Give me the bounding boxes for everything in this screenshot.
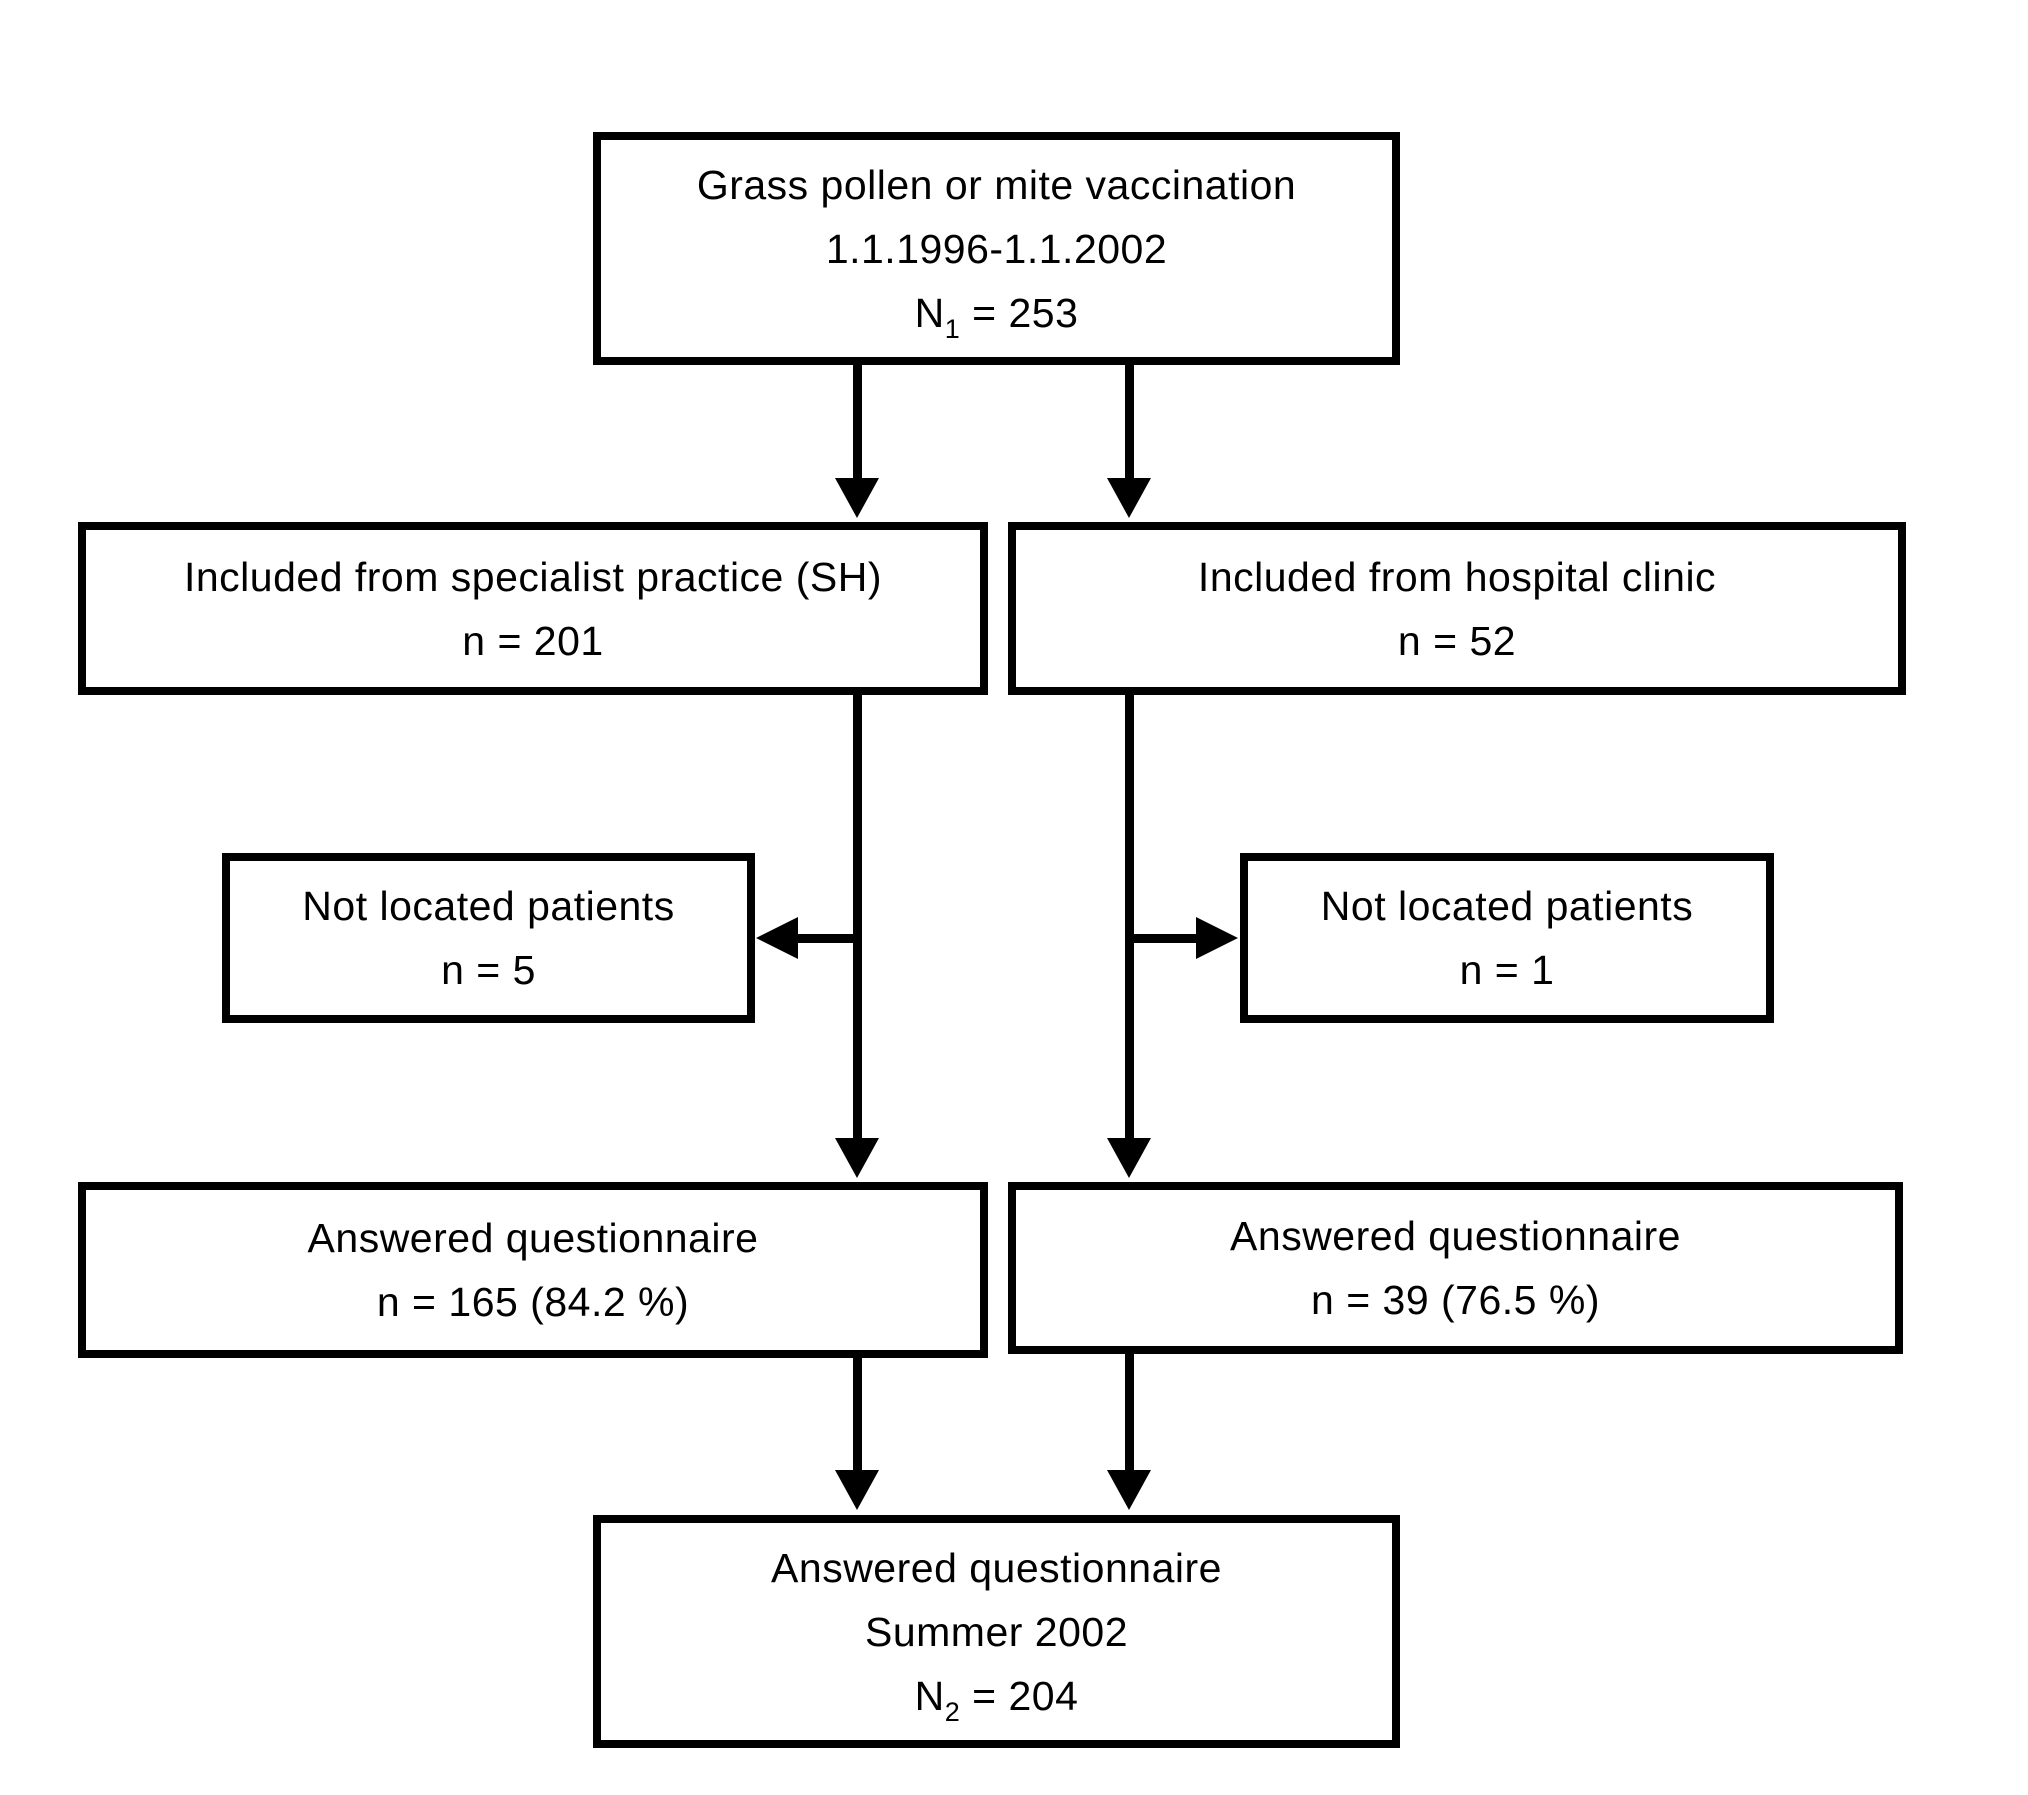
box-text-line: n = 39 (76.5 %) — [1311, 1277, 1600, 1323]
box-text-line: n = 5 — [441, 947, 536, 993]
flow-box-hospital-clinic: Included from hospital clinic n = 52 — [1008, 522, 1906, 695]
box-text-line: Not located patients — [1320, 883, 1694, 929]
connector-answered-hospital-to-final — [1125, 1353, 1134, 1472]
arrowhead-down-icon — [1107, 478, 1151, 518]
arrowhead-down-icon — [1107, 1138, 1151, 1178]
arrowhead-down-icon — [835, 1138, 879, 1178]
flow-box-answered-specialist: Answered questionnaire n = 165 (84.2 %) — [78, 1182, 988, 1358]
arrowhead-left-icon — [756, 917, 798, 959]
box-text-line: N1 = 253 — [915, 281, 1079, 345]
box-text-line: Grass pollen or mite vaccination — [696, 161, 1297, 208]
n-symbol: N — [914, 1672, 945, 1719]
n-value: = 204 — [960, 1672, 1079, 1719]
connector-vaccination-to-specialist — [853, 360, 862, 480]
flow-box-not-located-specialist: Not located patients n = 5 — [222, 853, 755, 1023]
box-text-line: Answered questionnaire — [771, 1544, 1222, 1591]
box-text-line: n = 201 — [462, 617, 604, 664]
n-value: = 253 — [960, 289, 1079, 336]
box-text-line: Summer 2002 — [864, 1608, 1128, 1655]
flow-box-vaccination: Grass pollen or mite vaccination 1.1.199… — [593, 132, 1400, 365]
connector-branch-not-located-hospital — [1126, 934, 1196, 943]
box-text-line: n = 52 — [1397, 617, 1517, 664]
arrowhead-down-icon — [835, 478, 879, 518]
flow-box-answered-hospital: Answered questionnaire n = 39 (76.5 %) — [1008, 1182, 1903, 1354]
connector-specialist-to-answered — [853, 690, 862, 1140]
box-text-line: Included from hospital clinic — [1197, 553, 1717, 600]
connector-branch-not-located-specialist — [798, 934, 862, 943]
flow-box-specialist-practice: Included from specialist practice (SH) n… — [78, 522, 988, 695]
flow-box-final-answered: Answered questionnaire Summer 2002 N2 = … — [593, 1515, 1400, 1748]
box-text-line: Not located patients — [302, 883, 675, 929]
flow-box-not-located-hospital: Not located patients n = 1 — [1240, 853, 1774, 1023]
box-text-line: Answered questionnaire — [1230, 1213, 1681, 1259]
arrowhead-down-icon — [835, 1470, 879, 1510]
connector-answered-specialist-to-final — [853, 1353, 862, 1472]
n-subscript: 2 — [944, 1696, 961, 1727]
n-symbol: N — [914, 289, 945, 336]
connector-vaccination-to-hospital — [1125, 360, 1134, 480]
box-text-line: 1.1.1996-1.1.2002 — [825, 225, 1168, 272]
box-text-line: n = 165 (84.2 %) — [376, 1279, 690, 1325]
connector-hospital-to-answered — [1125, 690, 1134, 1140]
box-text-line: N2 = 204 — [915, 1664, 1079, 1728]
box-text-line: n = 1 — [1459, 947, 1555, 993]
arrowhead-right-icon — [1196, 917, 1238, 959]
arrowhead-down-icon — [1107, 1470, 1151, 1510]
n-subscript: 1 — [944, 313, 961, 344]
box-text-line: Answered questionnaire — [307, 1215, 759, 1261]
box-text-line: Included from specialist practice (SH) — [183, 553, 883, 600]
